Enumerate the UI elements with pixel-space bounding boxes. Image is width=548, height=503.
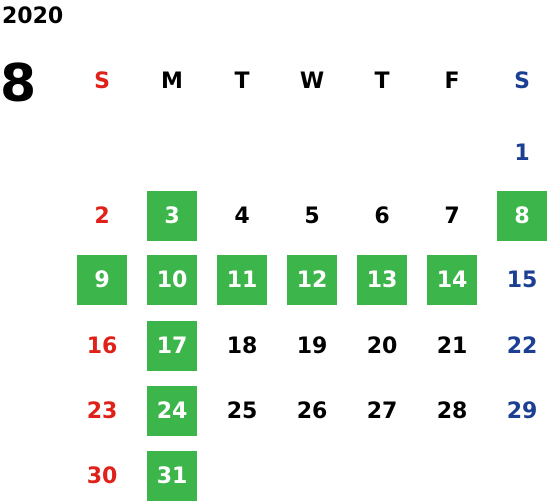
day-cell-28[interactable]: 28	[436, 398, 468, 424]
month-label: 8	[0, 54, 37, 114]
day-cell-5[interactable]: 5	[304, 203, 320, 229]
year-label: 2020	[2, 4, 64, 29]
day-cell-1[interactable]: 1	[514, 140, 530, 166]
weekday-header: M	[161, 68, 183, 94]
day-cell-11[interactable]: 11	[217, 255, 267, 305]
day-cell-26[interactable]: 26	[296, 398, 328, 424]
weekday-header: S	[94, 68, 110, 94]
weekday-header: T	[234, 68, 250, 94]
day-cell-18[interactable]: 18	[226, 333, 258, 359]
day-cell-3[interactable]: 3	[147, 191, 197, 241]
day-cell-20[interactable]: 20	[366, 333, 398, 359]
day-cell-24[interactable]: 24	[147, 386, 197, 436]
weekday-header: T	[374, 68, 390, 94]
day-cell-2[interactable]: 2	[94, 203, 110, 229]
day-cell-25[interactable]: 25	[226, 398, 258, 424]
day-cell-10[interactable]: 10	[147, 255, 197, 305]
day-cell-12[interactable]: 12	[287, 255, 337, 305]
day-cell-14[interactable]: 14	[427, 255, 477, 305]
day-cell-13[interactable]: 13	[357, 255, 407, 305]
day-cell-31[interactable]: 31	[147, 451, 197, 501]
weekday-header: S	[514, 68, 530, 94]
day-cell-17[interactable]: 17	[147, 321, 197, 371]
weekday-header: W	[299, 68, 325, 94]
day-cell-21[interactable]: 21	[436, 333, 468, 359]
day-cell-23[interactable]: 23	[86, 398, 118, 424]
day-cell-8[interactable]: 8	[497, 191, 547, 241]
day-cell-22[interactable]: 22	[506, 333, 538, 359]
day-cell-27[interactable]: 27	[366, 398, 398, 424]
day-cell-19[interactable]: 19	[296, 333, 328, 359]
weekday-header: F	[444, 68, 460, 94]
day-cell-29[interactable]: 29	[506, 398, 538, 424]
day-cell-7[interactable]: 7	[444, 203, 460, 229]
day-cell-16[interactable]: 16	[86, 333, 118, 359]
day-cell-30[interactable]: 30	[86, 463, 118, 489]
day-cell-6[interactable]: 6	[374, 203, 390, 229]
day-cell-15[interactable]: 15	[506, 267, 538, 293]
day-cell-4[interactable]: 4	[234, 203, 250, 229]
day-cell-9[interactable]: 9	[77, 255, 127, 305]
